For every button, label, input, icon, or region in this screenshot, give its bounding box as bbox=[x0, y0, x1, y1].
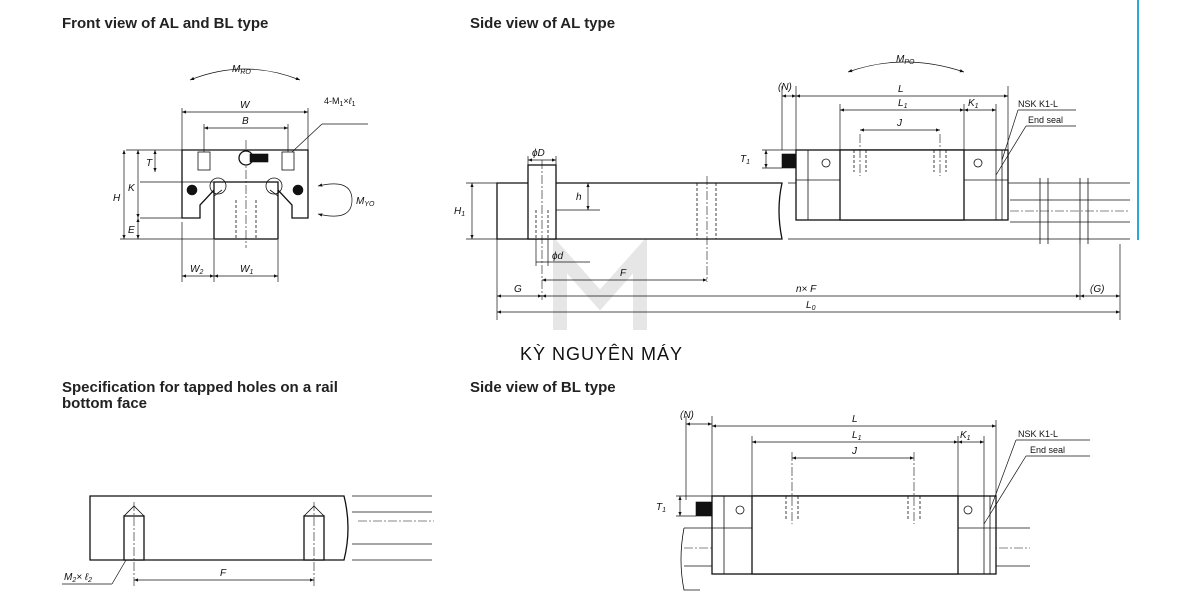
tapped-holes-title-line1: Specification for tapped holes on a rail bbox=[62, 379, 338, 396]
tapped-holes-view: F M2× ℓ2 bbox=[62, 495, 434, 586]
dim-w2-label: W2 bbox=[190, 264, 203, 276]
grease-nipple-bl bbox=[695, 501, 713, 517]
moment-arc-po bbox=[847, 61, 965, 73]
dim-b-label: B bbox=[242, 116, 249, 127]
dim-k-label: K bbox=[128, 183, 136, 194]
dim-j-bl-label: J bbox=[851, 446, 858, 457]
end-seal-bl-label: End seal bbox=[1030, 445, 1065, 455]
m2-l2-label: M2× ℓ2 bbox=[64, 572, 92, 584]
dim-j-al-label: J bbox=[896, 118, 903, 129]
dim-k1-al-label: K1 bbox=[968, 98, 979, 110]
front-view-title: Front view of AL and BL type bbox=[62, 15, 269, 32]
dim-g-label: G bbox=[514, 284, 522, 295]
dim-t1-bl-label: T1 bbox=[656, 502, 666, 514]
dim-f-label: F bbox=[620, 268, 627, 279]
dim-n-al-label: (N) bbox=[778, 82, 792, 93]
dim-t-label: T bbox=[146, 158, 153, 169]
dim-t1-al-label: T1 bbox=[740, 154, 750, 166]
moment-arc-top bbox=[189, 68, 301, 81]
grease-nipple-al bbox=[781, 153, 797, 169]
nsk-k1-l-bl-label: NSK K1-L bbox=[1018, 429, 1058, 439]
dim-l-al-label: L bbox=[898, 84, 904, 95]
dim-n-bl-label: (N) bbox=[680, 410, 694, 421]
dim-h1-label: H1 bbox=[454, 206, 465, 218]
dim-k1-bl-label: K1 bbox=[960, 430, 971, 442]
side-view-al: ϕD h H1 ϕd F G n× F (G) L0 bbox=[454, 54, 1130, 320]
rail-spec bbox=[89, 495, 349, 561]
watermark-text: KỲ NGUYÊN MÁY bbox=[520, 344, 683, 364]
side-view-bl: T1 (N) L L1 K1 J NSK K1-L End seal bbox=[656, 410, 1090, 591]
moment-po-label: MPO bbox=[896, 54, 915, 66]
dim-w-label: W bbox=[240, 100, 251, 111]
moment-yo-label: MYO bbox=[356, 196, 375, 208]
watermark: KỲ NGUYÊN MÁY bbox=[520, 236, 683, 364]
bolt-callout-label: 4-M1×ℓ1 bbox=[324, 96, 356, 108]
dim-l1-bl-label: L1 bbox=[852, 430, 862, 442]
dim-w1-label: W1 bbox=[240, 264, 253, 276]
nsk-k1-l-al-label: NSK K1-L bbox=[1018, 99, 1058, 109]
dim-l-bl-label: L bbox=[852, 414, 858, 425]
dim-l0-label: L0 bbox=[806, 300, 816, 312]
moment-ro-label: MRO bbox=[232, 64, 251, 76]
side-view-bl-title: Side view of BL type bbox=[470, 379, 616, 396]
front-view: MRO W B 4-M1×ℓ1 bbox=[113, 64, 375, 282]
dim-h-label: H bbox=[113, 193, 121, 204]
end-seal-al-label: End seal bbox=[1028, 115, 1063, 125]
dim-h-small-label: h bbox=[576, 192, 582, 203]
dim-e-label: E bbox=[128, 225, 135, 236]
side-view-al-title: Side view of AL type bbox=[470, 15, 616, 32]
dim-phi-d-lower-label: ϕd bbox=[552, 251, 564, 262]
rail-al bbox=[496, 182, 783, 240]
dim-phi-d-upper-label: ϕD bbox=[532, 148, 545, 159]
dim-l1-al-label: L1 bbox=[898, 98, 908, 110]
dim-nxf-label: n× F bbox=[796, 284, 817, 295]
moment-arc-side bbox=[317, 183, 353, 217]
dim-g-paren-label: (G) bbox=[1090, 284, 1104, 295]
dim-f-spec-label: F bbox=[220, 568, 227, 579]
tapped-holes-title-line2: bottom face bbox=[62, 395, 148, 412]
